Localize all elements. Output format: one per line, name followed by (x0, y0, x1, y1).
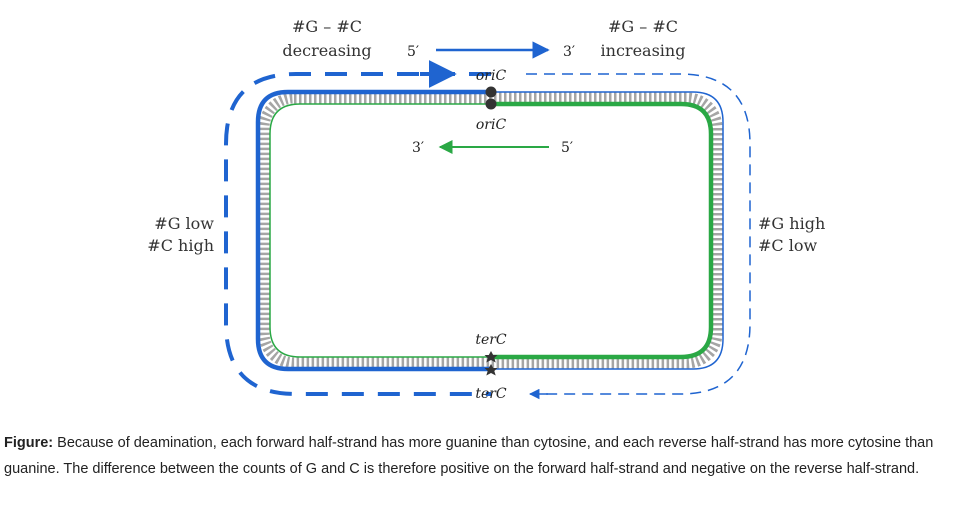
dna-inner-strand-left (269, 103, 491, 358)
dna-outer-strand-left (255, 89, 491, 372)
terc-top-star (484, 351, 498, 363)
base-pair-rungs (258, 92, 723, 369)
figure-caption: Figure: Because of deamination, each for… (4, 430, 970, 482)
oric-bottom-label: oriC (476, 117, 507, 133)
outer-right-dashed-strand (526, 73, 751, 395)
oric-top-dot (485, 86, 497, 98)
caption-text: Because of deamination, each forward hal… (4, 435, 934, 477)
reverse-arrow-start-label: 5′ (561, 140, 573, 156)
oric-bottom-dot (485, 98, 497, 110)
terc-top-label: terC (475, 332, 507, 348)
dna-outer-strand-right (491, 91, 724, 370)
right-c-label: #C low (758, 236, 817, 255)
terc-bottom-star (484, 364, 498, 376)
dna-inner-strand-right (491, 101, 714, 360)
right-g-label: #G high (758, 214, 825, 233)
left-g-label: #G low (154, 214, 214, 233)
top-right-gc-label: #G – #C (608, 17, 678, 36)
top-left-trend-label: decreasing (282, 41, 371, 60)
oric-top-label: oriC (476, 68, 507, 84)
top-left-gc-label: #G – #C (292, 17, 362, 36)
outer-left-dashed-strand (224, 72, 491, 396)
top-right-trend-label: increasing (601, 41, 686, 60)
terc-bottom-label: terC (475, 386, 507, 402)
forward-arrow-start-label: 5′ (407, 44, 419, 60)
replication-diagram: #G – #C decreasing #G – #C increasing 5′… (147, 17, 825, 402)
forward-arrow-end-label: 3′ (563, 44, 575, 60)
reverse-arrow-end-label: 3′ (412, 140, 424, 156)
left-c-label: #C high (147, 236, 214, 255)
caption-prefix: Figure: (4, 435, 54, 451)
